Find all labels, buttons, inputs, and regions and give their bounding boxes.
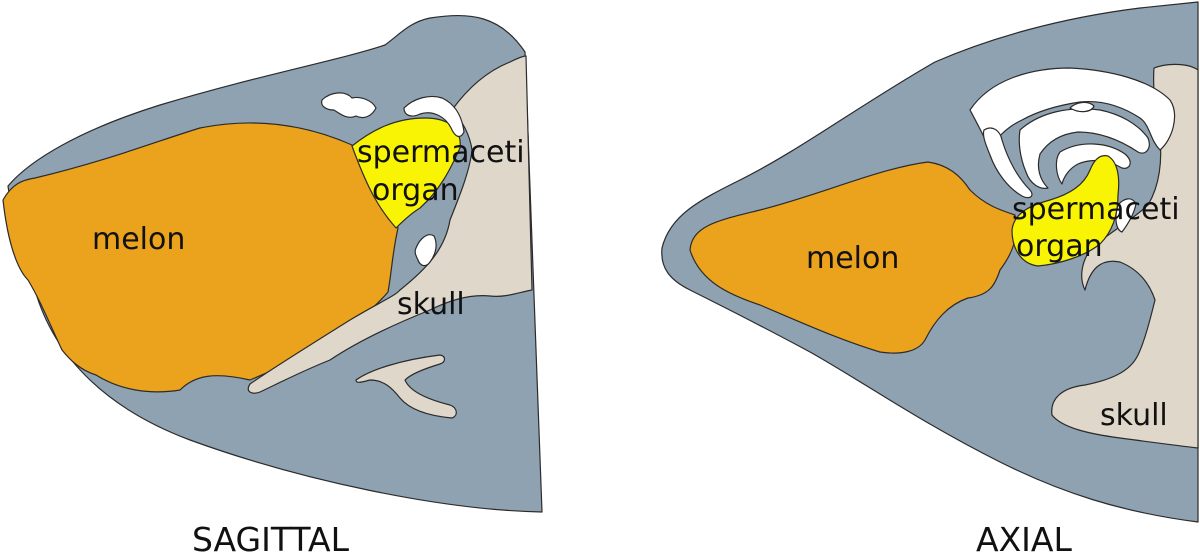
- axial-air-space-inner-1: [982, 127, 1033, 199]
- sagittal-spermaceti-organ: [351, 117, 461, 229]
- sagittal-spermaceti-label-line1: spermaceti: [357, 135, 525, 170]
- sagittal-air-space-2: [403, 95, 465, 138]
- sagittal-skull: [247, 55, 533, 394]
- axial-title: AXIAL: [976, 520, 1072, 553]
- sagittal-spermaceti-label-line2: organ: [372, 173, 459, 208]
- sagittal-title: SAGITTAL: [192, 520, 350, 553]
- axial-skull-label: skull: [1100, 398, 1168, 433]
- sagittal-melon-label: melon: [92, 222, 185, 257]
- sagittal-jaw-bone: [355, 354, 457, 419]
- axial-spermaceti-label-line1: spermaceti: [1012, 192, 1180, 227]
- sagittal-skull-label: skull: [397, 287, 465, 322]
- sagittal-air-space-1: [321, 92, 377, 119]
- axial-spermaceti-organ: [1011, 155, 1120, 267]
- axial-air-space-small: [1069, 101, 1095, 113]
- axial-spermaceti-label-line2: organ: [1016, 229, 1103, 264]
- axial-melon: [689, 161, 1017, 354]
- axial-air-space-inner-2: [1018, 108, 1150, 189]
- axial-view: melon spermaceti organ skull AXIAL: [661, 1, 1199, 553]
- sagittal-air-space-3: [414, 234, 437, 267]
- axial-air-space-lower: [1115, 198, 1137, 233]
- axial-melon-label: melon: [806, 241, 899, 276]
- sagittal-view: melon spermaceti organ skull SAGITTAL: [2, 15, 543, 553]
- axial-skull: [1051, 63, 1199, 449]
